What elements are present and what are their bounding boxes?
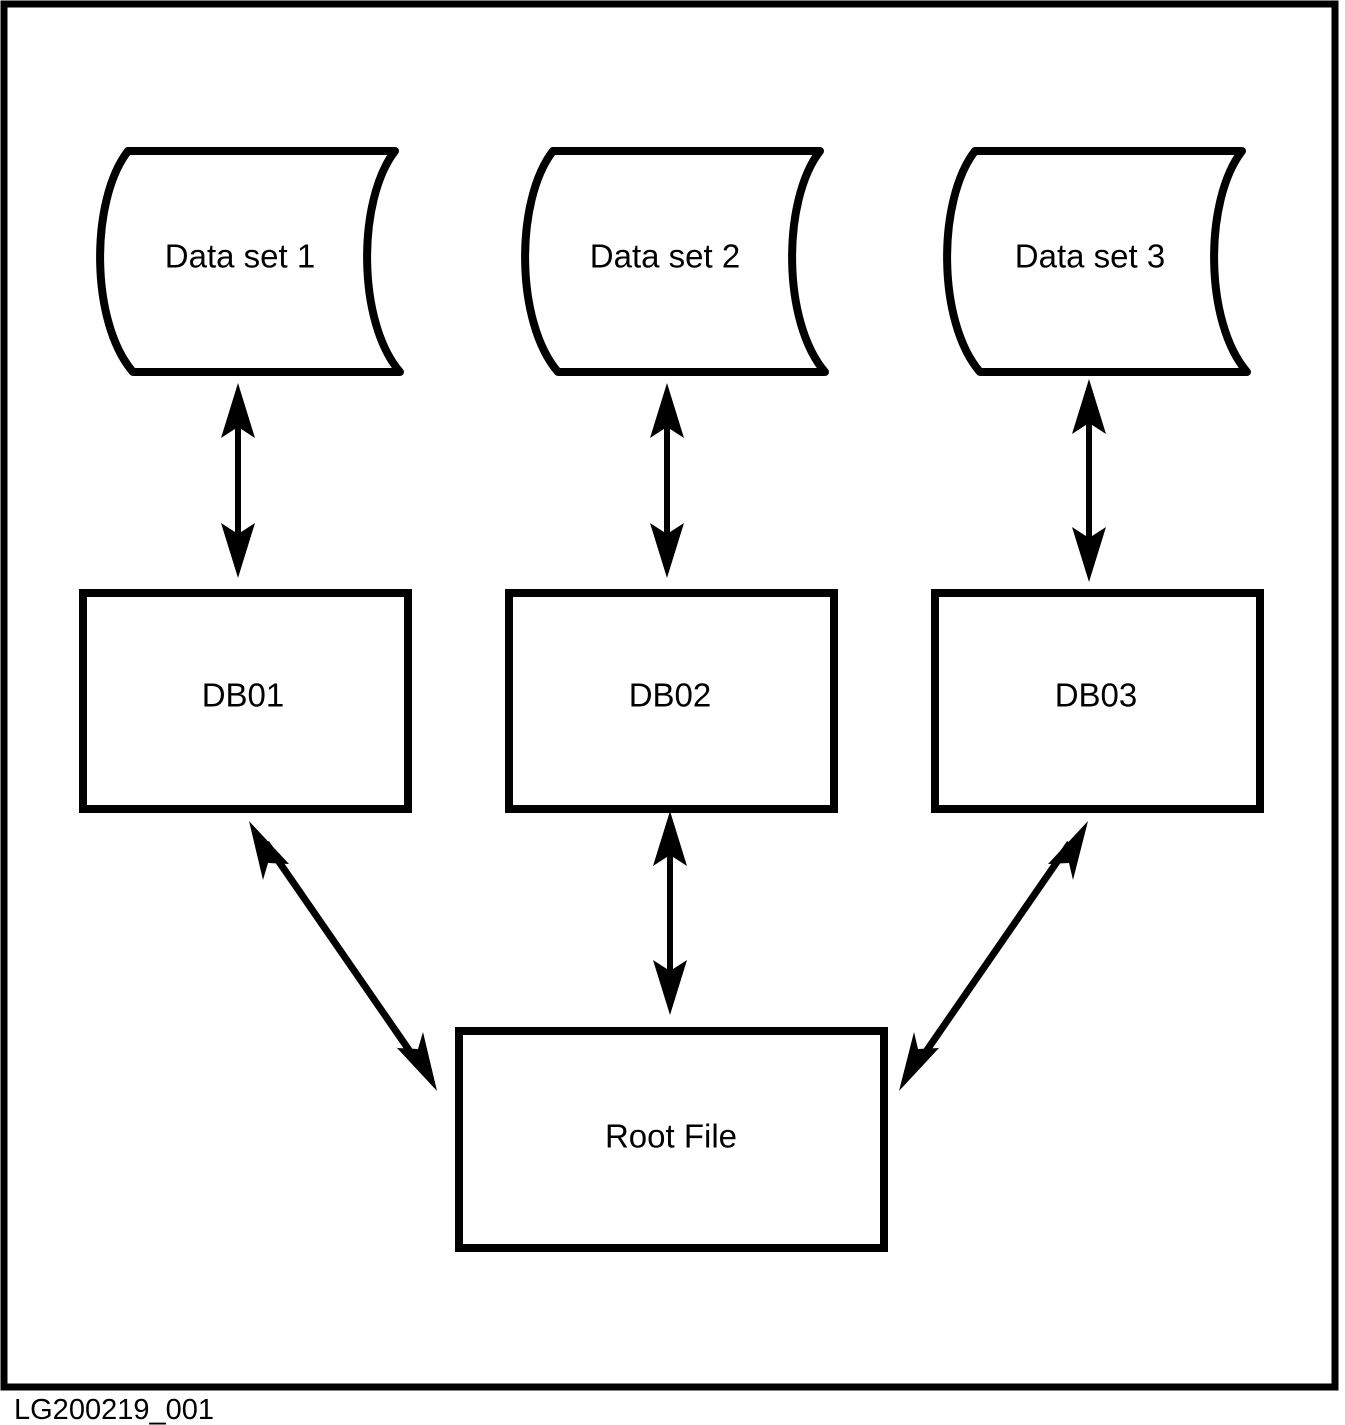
- rectangle-box-icon: [79, 589, 412, 813]
- connector-dataset2-db02: [650, 383, 684, 578]
- rectangle-box-icon: [931, 589, 1264, 813]
- arrow-head-down-right: [397, 1032, 437, 1091]
- arrow-head-up: [221, 383, 255, 438]
- db01-node[interactable]: DB01: [79, 589, 412, 813]
- dataset-3-node[interactable]: Data set 3: [943, 147, 1251, 376]
- connector-line: [263, 841, 423, 1068]
- root-file-node[interactable]: Root File: [455, 1027, 888, 1252]
- arrow-head-down: [221, 523, 255, 578]
- dataset-1-label: Data set 1: [165, 238, 315, 275]
- connector-dataset1-db01: [221, 383, 255, 578]
- arrow-head-down-left: [899, 1032, 939, 1091]
- arrow-head-down: [650, 523, 684, 578]
- arrow-head-down: [653, 960, 687, 1015]
- stored-data-icon: [96, 147, 404, 376]
- connector-line: [913, 841, 1073, 1068]
- arrow-head-up: [1072, 379, 1106, 434]
- db02-label: DB02: [629, 677, 712, 714]
- stored-data-icon: [521, 147, 829, 376]
- figure-caption: LG200219_001: [14, 1394, 214, 1425]
- arrow-head-up: [653, 811, 687, 866]
- connector-db01-rootfile: [249, 821, 437, 1091]
- arrow-head-up-left: [249, 821, 289, 880]
- db02-node[interactable]: DB02: [505, 589, 838, 813]
- db03-label: DB03: [1055, 677, 1138, 714]
- dataset-2-node[interactable]: Data set 2: [521, 147, 829, 376]
- dataset-3-label: Data set 3: [1015, 238, 1165, 275]
- arrow-head-down: [1072, 527, 1106, 582]
- db03-node[interactable]: DB03: [931, 589, 1264, 813]
- dataset-2-label: Data set 2: [590, 238, 740, 275]
- connector-dataset3-db03: [1072, 379, 1106, 582]
- arrow-head-up: [650, 383, 684, 438]
- connector-db03-rootfile: [899, 821, 1088, 1091]
- rectangle-box-icon: [455, 1027, 888, 1252]
- dataset-1-node[interactable]: Data set 1: [96, 147, 404, 376]
- connector-db02-rootfile: [653, 811, 687, 1015]
- db01-label: DB01: [202, 677, 285, 714]
- rectangle-box-icon: [505, 589, 838, 813]
- stored-data-icon: [943, 147, 1251, 376]
- arrow-head-up-right: [1048, 821, 1088, 880]
- root-file-label: Root File: [605, 1118, 737, 1155]
